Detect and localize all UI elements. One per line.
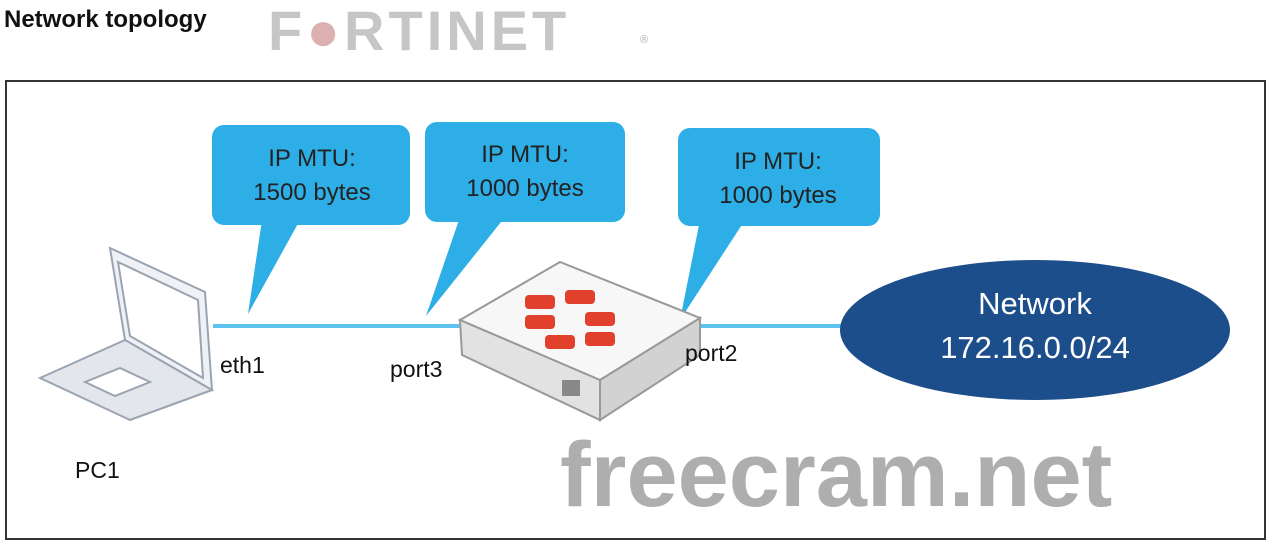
callout-value: 1500 bytes	[253, 179, 371, 206]
diagram-title: Network topology	[4, 6, 207, 33]
callout-port3	[425, 122, 625, 316]
network-label: Network 172.16.0.0/24	[860, 282, 1210, 370]
network-subnet: 172.16.0.0/24	[940, 330, 1130, 365]
callout-port2	[678, 128, 880, 320]
port3-label: port3	[390, 356, 443, 382]
callout-port3-text: IP MTU: 1000 bytes	[425, 138, 625, 206]
port2-label: port2	[685, 340, 738, 366]
network-ellipse	[840, 260, 1230, 400]
callout-label: IP MTU:	[481, 141, 569, 168]
network-name: Network	[978, 286, 1092, 321]
laptop-icon	[37, 246, 215, 422]
watermark: freecram.net	[560, 424, 1113, 526]
callout-label: IP MTU:	[734, 148, 822, 175]
callout-eth1	[212, 125, 410, 314]
fortinet-logo: F●RTINET	[268, 0, 571, 62]
callout-value: 1000 bytes	[719, 182, 837, 209]
pc1-label: PC1	[75, 457, 120, 483]
registered-mark: ®	[640, 34, 649, 46]
callout-value: 1000 bytes	[466, 175, 584, 202]
eth1-label: eth1	[220, 352, 265, 378]
diagram-frame	[5, 80, 1266, 540]
callout-eth1-text: IP MTU: 1500 bytes	[212, 142, 412, 210]
callout-label: IP MTU:	[268, 145, 356, 172]
callout-port2-text: IP MTU: 1000 bytes	[678, 145, 878, 213]
firewall-icon	[457, 260, 703, 422]
